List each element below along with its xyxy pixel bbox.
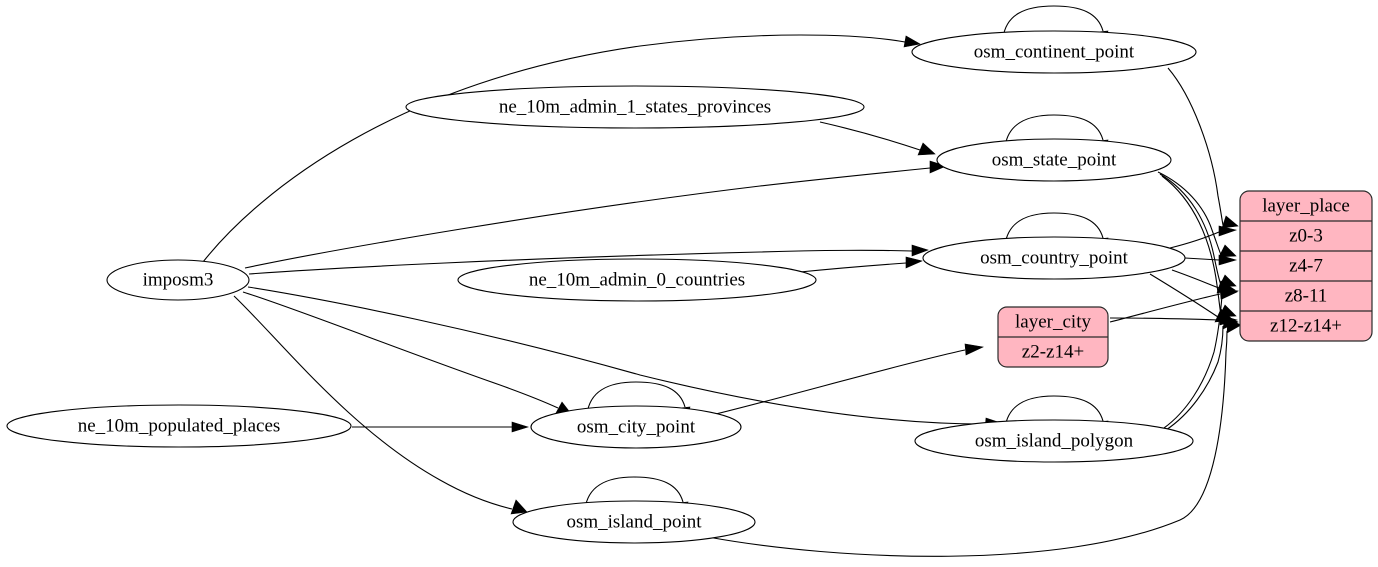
edge-imposm3-to-osm-city-point (242, 291, 559, 409)
records-layer: layer_place z0-3 z4-7 z8-11 z12-z14+ lay… (997, 190, 1373, 368)
node-osm-country-point[interactable]: osm_country_point (922, 236, 1186, 280)
edge-ne-admin1-to-osm-state-point (819, 121, 921, 151)
edge-layer-city-to-layer-place-z12-z14 (1109, 317, 1221, 321)
arrowhead-icon (1218, 244, 1237, 258)
edge-osm-country-point-to-layer-place-z0-3 (1169, 231, 1220, 249)
record-row-z4-7[interactable]: z4-7 (1289, 255, 1323, 276)
edge-self-loop-osm-city-point (586, 381, 686, 415)
node-osm-city-point[interactable]: osm_city_point (530, 405, 742, 449)
edge-imposm3-to-osm-island-point (233, 295, 513, 510)
node-ne-10m-populated-places[interactable]: ne_10m_populated_places (6, 404, 352, 448)
edge-osm-state-point-to-layer-place-z4-7 (1157, 171, 1222, 256)
node-label: imposm3 (143, 269, 214, 290)
record-layer-place-body (1239, 190, 1373, 342)
arrowhead-icon (905, 256, 923, 269)
edge-imposm3-to-osm-country-point (248, 249, 913, 275)
edge-osm-island-polygon-to-layer-place-z8-11 (1163, 295, 1223, 429)
edge-imposm3-to-osm-state-point (244, 167, 931, 269)
edge-self-loop-osm-country-point (1004, 212, 1104, 246)
edge-self-loop-osm-island-point (584, 476, 684, 510)
node-imposm3[interactable]: imposm3 (106, 259, 250, 301)
edge-osm-island-point-to-layer-place-z12-z14 (707, 330, 1228, 557)
arrowhead-icon (964, 343, 984, 356)
record-row-z8-11[interactable]: z8-11 (1285, 285, 1328, 306)
node-label: ne_10m_admin_1_states_provinces (499, 96, 771, 117)
record-layer-city[interactable]: layer_city z2-z14+ (997, 306, 1109, 368)
node-osm-island-point[interactable]: osm_island_point (512, 500, 756, 544)
arrowhead-icon (511, 421, 530, 433)
edge-self-loop-osm-island-polygon (1004, 395, 1104, 429)
record-row-z2-z14plus[interactable]: z2-z14+ (1022, 341, 1084, 362)
edge-self-loop-osm-state-point (1004, 114, 1104, 148)
edge-osm-state-point-to-layer-place-z8-11 (1159, 173, 1222, 286)
arrowhead-icon (1221, 285, 1238, 300)
edge-osm-continent-point-to-layer-place-z0-3 (1167, 67, 1224, 226)
node-osm-continent-point[interactable]: osm_continent_point (911, 30, 1197, 74)
record-row-z12-z14plus[interactable]: z12-z14+ (1270, 315, 1342, 336)
edge-imposm3-to-osm-island-polygon (247, 286, 986, 425)
arrowhead-icon (903, 35, 921, 48)
arrowhead-icon (1218, 225, 1238, 237)
node-ne-10m-admin-0-countries[interactable]: ne_10m_admin_0_countries (457, 258, 817, 302)
node-label: osm_island_point (566, 511, 702, 532)
node-osm-state-point[interactable]: osm_state_point (936, 138, 1172, 182)
edge-osm-country-point-to-layer-place-z8-11 (1171, 269, 1220, 289)
node-label: ne_10m_populated_places (78, 415, 281, 436)
arrowhead-icon (1226, 318, 1242, 334)
node-label: osm_island_polygon (975, 430, 1134, 451)
edge-osm-country-point-to-layer-place-z12-z14 (1149, 273, 1219, 318)
node-ne-10m-admin-1-states-provinces[interactable]: ne_10m_admin_1_states_provinces (405, 85, 865, 129)
node-label: osm_city_point (577, 416, 696, 437)
arrowhead-icon (911, 244, 929, 257)
edge-osm-state-point-to-layer-place-z12-z14 (1161, 175, 1222, 316)
node-label: osm_country_point (980, 247, 1128, 268)
arrowhead-icon (917, 142, 936, 156)
arrowhead-icon (510, 499, 528, 515)
edge-osm-country-point-to-layer-place-z4-7 (1184, 257, 1220, 261)
edge-self-loop-osm-continent-point (1002, 5, 1104, 39)
edge-layer-city-to-layer-place-z8-11 (1109, 293, 1221, 323)
edge-ne-admin0-to-osm-country-point (799, 262, 907, 273)
record-row-layer-city-title: layer_city (1015, 311, 1091, 332)
node-label: ne_10m_admin_0_countries (529, 269, 745, 290)
node-osm-island-polygon[interactable]: osm_island_polygon (914, 419, 1194, 463)
edge-imposm3-to-osm-continent-point (202, 34, 906, 263)
arrowhead-icon (1218, 254, 1238, 266)
record-layer-place[interactable]: layer_place z0-3 z4-7 z8-11 z12-z14+ (1239, 190, 1373, 342)
record-row-z0-3[interactable]: z0-3 (1289, 225, 1323, 246)
edge-osm-island-polygon-to-layer-place-z12-z14 (1165, 325, 1224, 431)
record-row-layer-place-title: layer_place (1262, 195, 1350, 216)
edge-osm-city-point-to-layer-city-z2-z14 (711, 349, 966, 416)
nodes-layer: imposm3 ne_10m_admin_1_states_provinces … (6, 30, 1197, 544)
arrowhead-icon (1221, 215, 1239, 229)
node-label: osm_state_point (992, 149, 1117, 170)
node-label: osm_continent_point (974, 41, 1135, 62)
